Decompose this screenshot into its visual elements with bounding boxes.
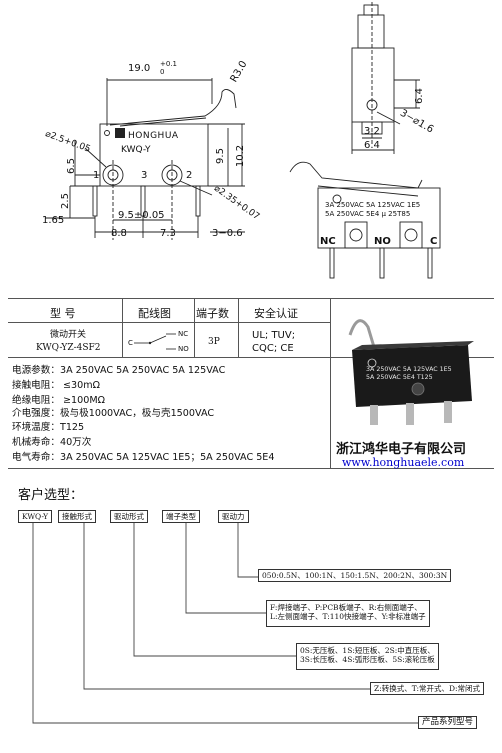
opt-terminal: 端子类型 [162, 510, 200, 523]
dim-9-5b: 9.5±0.05 [118, 210, 165, 221]
side-dim-3-2: 3.2 [364, 126, 380, 137]
head-wiring: 配线图 [138, 307, 171, 320]
head-terminals: 端子数 [196, 307, 229, 320]
photo-rating-2: 5A 250VAC 5E4 T125 [366, 374, 433, 381]
spec-contact-resistance: 接触电阻： ≤30mΩ [12, 380, 100, 391]
dim-9-5: 9.5 [214, 148, 226, 164]
table-top-border [8, 298, 494, 299]
terminal-values: F:焊接端子、P:PCB板端子、R:右侧面端子、 L:左侧面端子、T:110快接… [266, 600, 430, 627]
selection-connectors [32, 523, 418, 724]
wiring-no: NO [178, 345, 189, 353]
company-url[interactable]: www.honghuaele.com [342, 456, 465, 469]
row-name: 微动开关 [50, 330, 87, 340]
drive-line-2: 3S:长压板、4S:弧形压板、5S:滚轮压板 [300, 655, 435, 664]
spec-temperature: 环境温度：T125 [12, 422, 85, 433]
table-row-border [8, 357, 494, 358]
side-dim-6-4a: 6.4 [413, 88, 425, 104]
dim-2-5: 2.5 [59, 193, 71, 209]
spec-power: 电源参数：3A 250VAC 5A 250VAC 5A 125VAC [12, 365, 226, 376]
company-name: 浙江鸿华电子有限公司 [336, 442, 467, 457]
opt-force: 驱动力 [218, 510, 249, 523]
table-col-3 [238, 298, 239, 357]
spec-insulation: 绝缘电阻： ≥100MΩ [12, 395, 105, 406]
force-values: 050:0.5N、100:1N、150:1.5N、200:2N、300:3N [258, 569, 452, 582]
label-nc: NC [320, 236, 336, 247]
pin-1-label: 1 [93, 170, 100, 181]
head-cert: 安全认证 [254, 307, 298, 320]
model-mark: KWQ-Y [121, 145, 151, 155]
terminal-line-2: L:左侧面端子、T:110快接端子、Y:非标准端子 [270, 612, 426, 621]
opt-drive: 驱动形式 [110, 510, 148, 523]
series-label: 产品系列型号 [418, 716, 478, 729]
spec-mech-life: 机械寿命：40万次 [12, 437, 92, 448]
dim-3-06: 3−0.6 [212, 228, 243, 239]
terminal-line-1: F:焊接端子、P:PCB板端子、R:右侧面端子、 [270, 603, 422, 612]
dim-1-65: 1.65 [42, 215, 65, 226]
drive-line-1: 0S:无压板、1S:短压板、2S:中直压板、 [300, 646, 435, 655]
product-photo [348, 319, 474, 425]
label-c: C [430, 236, 438, 247]
selection-title: 客户选型： [18, 488, 84, 503]
dim-top-tol2: 0 [160, 68, 165, 76]
row-model: KWQ-YZ-4SF2 [36, 343, 101, 353]
photo-rating-1: 3A 250VAC 5A 125VAC 1E5 [366, 366, 452, 373]
terminals-value: 3P [208, 337, 220, 347]
dim-8-8: 8.8 [111, 228, 127, 239]
contact-values: Z:转换式、T:常开式、D:常闭式 [370, 682, 485, 695]
brand-mark: HONGHUA [128, 131, 179, 141]
opt-contact: 接触形式 [58, 510, 96, 523]
dim-7-3: 7.3 [160, 228, 176, 239]
table-col-4 [330, 298, 331, 468]
dim-6-5: 6.5 [65, 158, 77, 174]
wiring-diagram [134, 333, 176, 350]
dim-top: 19.0 [128, 63, 151, 74]
cert-line-2: CQC; CE [252, 343, 294, 354]
label-no: NO [374, 236, 391, 247]
pin-2-label: 2 [186, 170, 193, 181]
drawing-rating-2: 5A 250VAC 5E4 μ 25T85 [325, 210, 411, 218]
code-kwq-y: KWQ-Y [18, 510, 53, 523]
side-dim-6-4b: 6.4 [364, 140, 380, 151]
table-col-2 [194, 298, 195, 357]
drive-values: 0S:无压板、1S:短压板、2S:中直压板、 3S:长压板、4S:弧形压板、5S… [296, 643, 439, 670]
specs-bottom-border [8, 468, 494, 469]
technical-drawing [45, 2, 441, 279]
dim-top-tol: +0.1 [160, 60, 177, 68]
spec-elec-life: 电气寿命：3A 250VAC 5A 125VAC 1E5；5A 250VAC 5… [12, 452, 275, 463]
head-model: 型 号 [50, 307, 76, 320]
table-col-1 [122, 298, 123, 357]
cert-line-1: UL; TUV; [252, 330, 296, 341]
pin-3-label: 3 [141, 170, 148, 181]
dim-10-2: 10.2 [235, 144, 247, 168]
table-header-border [8, 322, 330, 323]
wiring-nc: NC [178, 330, 189, 338]
spec-dielectric: 介电强度：极与极1000VAC，极与壳1500VAC [12, 408, 215, 419]
wiring-c: C [128, 339, 133, 347]
drawing-rating-1: 3A 250VAC 5A 125VAC 1E5 [325, 201, 421, 209]
